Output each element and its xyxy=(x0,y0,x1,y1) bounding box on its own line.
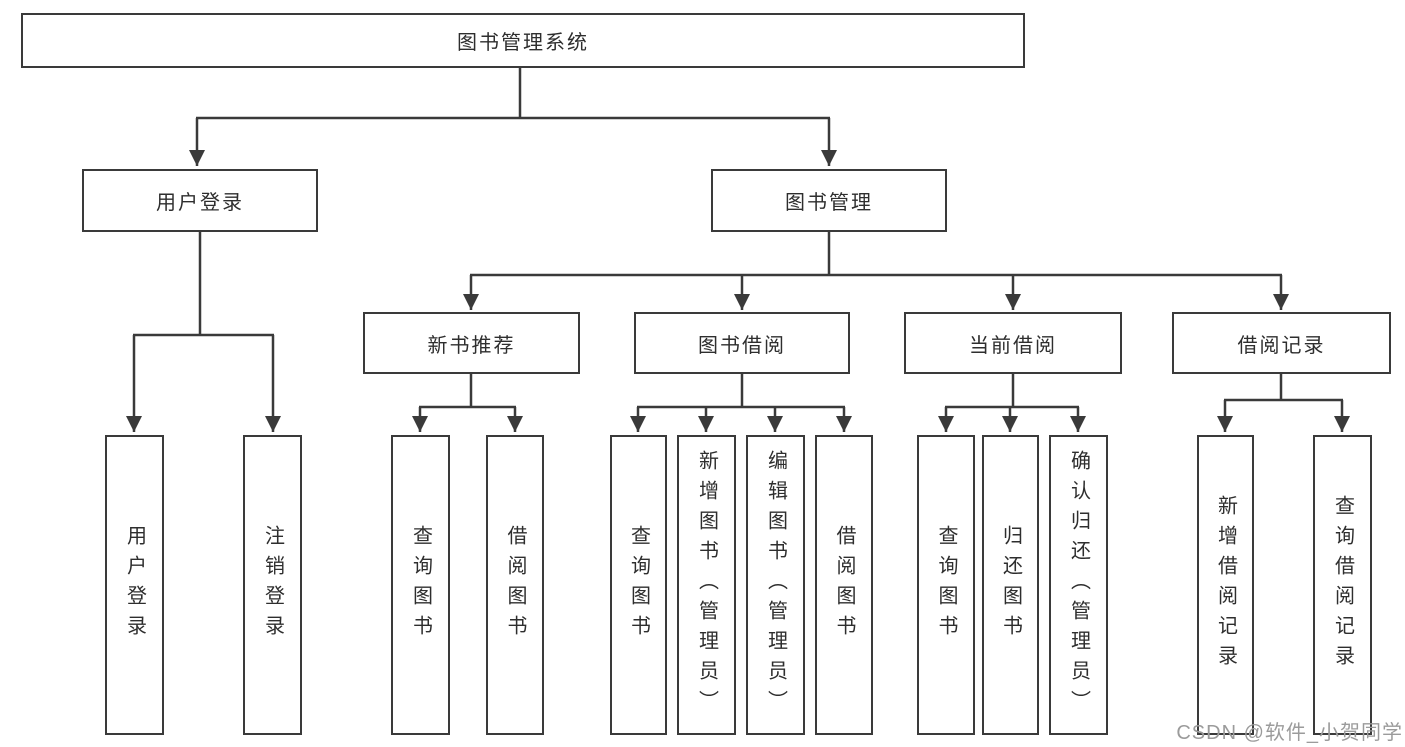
node-leaf-borrow-book-2-label: 借阅图书 xyxy=(833,525,855,645)
node-leaf-return-book: 归还图书 xyxy=(982,435,1039,735)
csdn-watermark: CSDN @软件_小贺同学 xyxy=(1176,722,1403,744)
node-new-book-rec: 新书推荐 xyxy=(363,312,580,374)
node-leaf-query-book-2-label: 查询图书 xyxy=(627,525,650,645)
node-leaf-add-book: 新增图书（管理员） xyxy=(677,435,736,735)
node-user-login-label: 用户登录 xyxy=(156,192,244,214)
node-leaf-query-record: 查询借阅记录 xyxy=(1313,435,1372,735)
node-leaf-logout-label: 注销登录 xyxy=(261,525,284,645)
node-leaf-logout: 注销登录 xyxy=(243,435,302,735)
node-leaf-add-book-label: 新增图书（管理员） xyxy=(695,450,718,720)
node-leaf-add-record: 新增借阅记录 xyxy=(1197,435,1254,735)
node-book-mgmt: 图书管理 xyxy=(711,169,947,232)
node-borrow-records: 借阅记录 xyxy=(1172,312,1391,374)
node-leaf-query-book-2: 查询图书 xyxy=(610,435,667,735)
node-book-borrow: 图书借阅 xyxy=(634,312,850,374)
node-leaf-return-book-label: 归还图书 xyxy=(999,525,1022,645)
node-leaf-query-record-label: 查询借阅记录 xyxy=(1331,495,1354,675)
node-leaf-query-book-1-label: 查询图书 xyxy=(409,525,432,645)
node-leaf-query-book-1: 查询图书 xyxy=(391,435,450,735)
node-current-borrow-label: 当前借阅 xyxy=(969,334,1057,357)
node-leaf-edit-book-label: 编辑图书（管理员） xyxy=(764,450,787,720)
node-leaf-query-book-3-label: 查询图书 xyxy=(935,525,957,645)
node-root-label: 图书管理系统 xyxy=(457,32,589,54)
node-current-borrow: 当前借阅 xyxy=(904,312,1122,374)
node-book-mgmt-label: 图书管理 xyxy=(785,192,873,214)
node-book-borrow-label: 图书借阅 xyxy=(698,334,786,357)
node-leaf-borrow-book-1: 借阅图书 xyxy=(486,435,544,735)
node-leaf-confirm-return-label: 确认归还（管理员） xyxy=(1067,450,1090,720)
node-root: 图书管理系统 xyxy=(21,13,1025,68)
node-user-login: 用户登录 xyxy=(82,169,318,232)
node-leaf-user-login: 用户登录 xyxy=(105,435,164,735)
node-leaf-query-book-3: 查询图书 xyxy=(917,435,975,735)
node-borrow-records-label: 借阅记录 xyxy=(1237,334,1326,357)
node-leaf-user-login-label: 用户登录 xyxy=(123,525,146,645)
node-leaf-add-record-label: 新增借阅记录 xyxy=(1214,495,1237,675)
node-leaf-borrow-book-1-label: 借阅图书 xyxy=(504,525,526,645)
node-leaf-borrow-book-2: 借阅图书 xyxy=(815,435,873,735)
node-leaf-edit-book: 编辑图书（管理员） xyxy=(746,435,805,735)
node-leaf-confirm-return: 确认归还（管理员） xyxy=(1049,435,1108,735)
node-new-book-rec-label: 新书推荐 xyxy=(427,334,516,357)
